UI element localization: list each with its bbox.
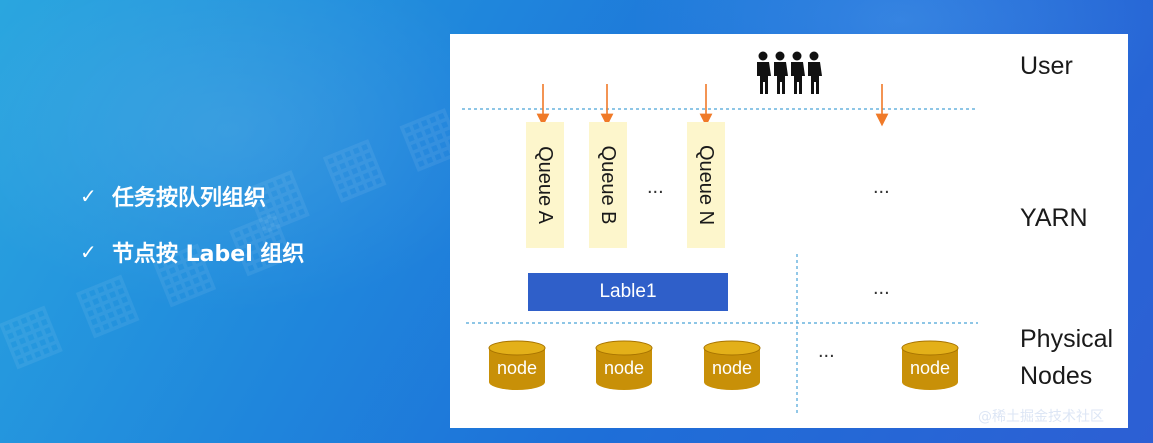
- ellipsis-yarn: ...: [873, 176, 890, 198]
- queue-a: Queue A: [526, 122, 564, 248]
- bullet-item: ✓ 任务按队列组织: [80, 178, 304, 214]
- row-label-physical: Physical: [1020, 325, 1114, 353]
- check-icon: ✓: [80, 184, 97, 208]
- database-node-icon: [703, 340, 761, 390]
- row-label-yarn: YARN: [1020, 204, 1088, 232]
- node-label: node: [603, 358, 645, 378]
- node-2: node: [594, 340, 654, 392]
- bullet-text: 任务按队列组织: [112, 186, 267, 211]
- label-bar: Lable1: [528, 273, 728, 311]
- queue-label: Queue N: [695, 144, 718, 226]
- node-label: node: [711, 358, 753, 378]
- source-credit: @稀土掘金技术社区: [978, 409, 1104, 425]
- database-node-icon: [595, 340, 653, 390]
- bullet-list: ✓ 任务按队列组织 ✓ 节点按 Label 组织: [80, 178, 304, 290]
- queue-b: Queue B: [589, 122, 627, 248]
- node-1: node: [487, 340, 547, 392]
- queue-n: Queue N: [687, 122, 725, 248]
- queue-label: Queue B: [597, 145, 620, 225]
- bullet-text: 节点按 Label 组织: [112, 242, 305, 267]
- database-node-icon: [901, 340, 959, 390]
- architecture-diagram: User YARN Physical Nodes Queue A Queue B…: [450, 34, 1128, 428]
- ellipsis-queues: ...: [647, 176, 664, 198]
- row-label-user: User: [1020, 52, 1073, 80]
- queue-label: Queue A: [534, 146, 557, 224]
- database-node-icon: [488, 340, 546, 390]
- ellipsis-labels: ...: [873, 277, 890, 299]
- bullet-item: ✓ 节点按 Label 组织: [80, 234, 304, 270]
- diagram-lines: [462, 84, 978, 414]
- node-3: node: [702, 340, 762, 392]
- row-label-nodes: Nodes: [1020, 362, 1093, 390]
- ellipsis-nodes: ...: [818, 340, 835, 362]
- node-label: node: [909, 358, 951, 378]
- check-icon: ✓: [80, 240, 97, 264]
- node-label: node: [496, 358, 538, 378]
- node-4: node: [900, 340, 960, 392]
- users-icon: [757, 51, 822, 94]
